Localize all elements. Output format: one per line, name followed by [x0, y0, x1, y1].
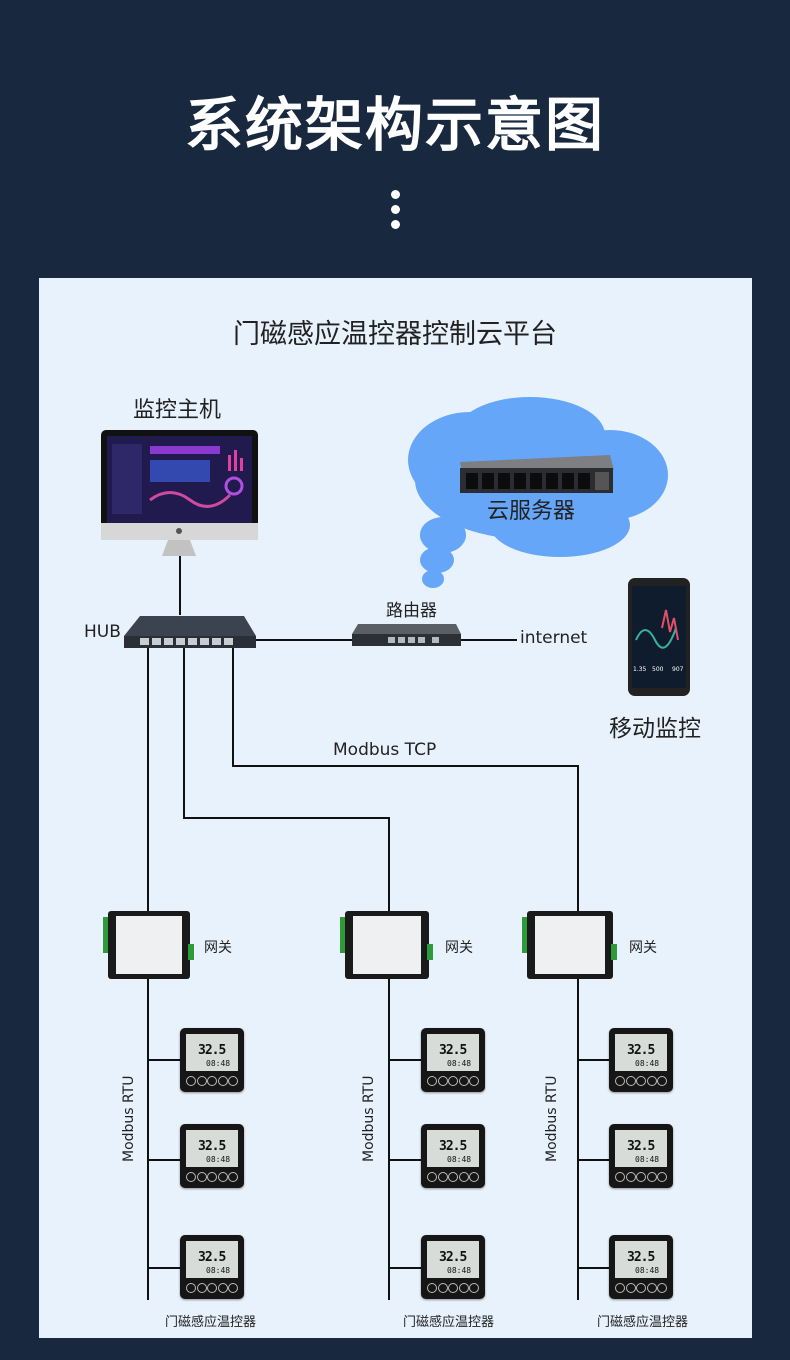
- thermostat-temp: 32.5: [439, 1250, 467, 1265]
- phone-icon: 1.35 500 907: [628, 578, 690, 696]
- phone-readout-3: 907: [672, 666, 684, 673]
- mobile-label: 移动监控: [609, 716, 701, 742]
- gateway-device-3-icon: [522, 911, 617, 979]
- cloud-server-label: 云服务器: [487, 499, 576, 524]
- thermostat-sub: 08:48: [206, 1266, 231, 1275]
- more-dots-icon: [389, 190, 401, 235]
- thermostat-sub: 08:48: [635, 1059, 660, 1068]
- router-icon: [352, 624, 461, 646]
- platform-title: 门磁感应温控器控制云平台: [233, 319, 557, 350]
- thermostat-sub: 08:48: [635, 1266, 660, 1275]
- modbus-rtu-label-1: Modbus RTU: [121, 1075, 137, 1162]
- thermostat-temp: 32.5: [439, 1043, 467, 1058]
- thermostat-sub: 08:48: [447, 1155, 472, 1164]
- thermostat-temp: 32.5: [439, 1139, 467, 1154]
- hub-switch-icon: [124, 616, 256, 648]
- gateway-label-1: 网关: [204, 940, 232, 956]
- hub-label: HUB: [84, 622, 121, 642]
- gateway-device-1-icon: [103, 911, 194, 979]
- modbus-rtu-label-2: Modbus RTU: [361, 1075, 377, 1162]
- thermostat-sub: 08:48: [206, 1155, 231, 1164]
- thermostat-temp: 32.5: [627, 1250, 655, 1265]
- thermostat-sub: 08:48: [635, 1155, 660, 1164]
- router-label: 路由器: [386, 601, 437, 621]
- thermostat-temp: 32.5: [198, 1139, 226, 1154]
- internet-label: internet: [520, 628, 588, 648]
- gateway-label-2: 网关: [445, 940, 473, 956]
- thermostat-sub: 08:48: [447, 1266, 472, 1275]
- thermostat-sub: 08:48: [206, 1059, 231, 1068]
- thermostat-temp: 32.5: [627, 1139, 655, 1154]
- page-title: 系统架构示意图: [184, 91, 605, 159]
- thermostat-temp: 32.5: [198, 1043, 226, 1058]
- device-label-2: 门磁感应温控器: [403, 1315, 495, 1330]
- gateway-device-2-icon: [340, 911, 433, 979]
- device-label-1: 门磁感应温控器: [165, 1315, 257, 1330]
- thermostat-temp: 32.5: [627, 1043, 655, 1058]
- modbus-tcp-label: Modbus TCP: [333, 740, 437, 760]
- host-label: 监控主机: [133, 398, 222, 423]
- monitor-icon: [101, 430, 258, 556]
- thermostat-temp: 32.5: [198, 1250, 226, 1265]
- modbus-rtu-label-3: Modbus RTU: [544, 1075, 560, 1162]
- thermostat-sub: 08:48: [447, 1059, 472, 1068]
- server-icon: [460, 455, 614, 493]
- phone-readout-2: 500: [652, 666, 664, 673]
- device-label-3: 门磁感应温控器: [597, 1315, 689, 1330]
- phone-readout-1: 1.35: [633, 666, 647, 673]
- gateway-label-3: 网关: [629, 940, 657, 956]
